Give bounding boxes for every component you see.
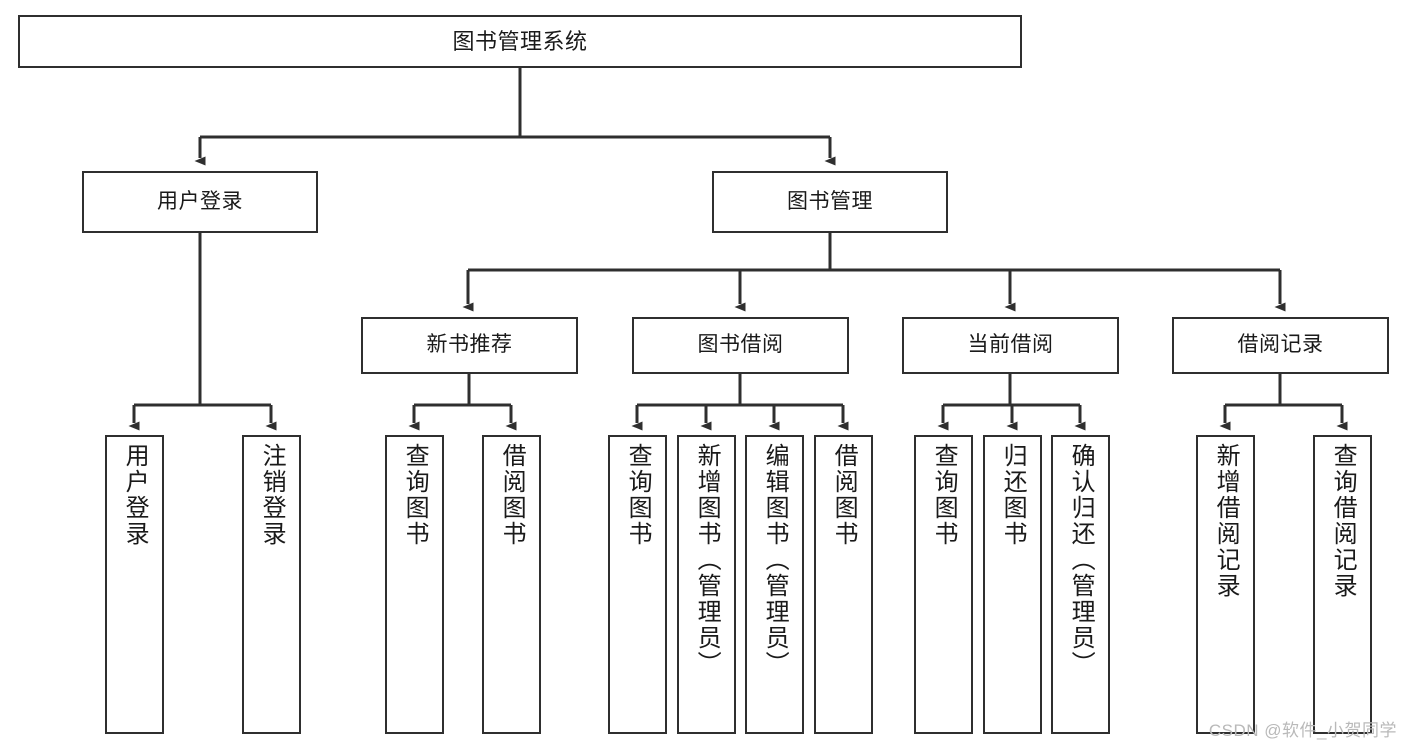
node-label: 借阅图书 — [498, 443, 526, 547]
node-label: 归还图书 — [999, 443, 1027, 547]
leaf-borrow-books-new[interactable]: 借阅图书 — [482, 435, 541, 734]
leaf-query-books-current[interactable]: 查询图书 — [914, 435, 973, 734]
node-label: 借阅图书 — [830, 443, 858, 547]
leaf-edit-book-admin[interactable]: 编辑图书（管理员） — [745, 435, 804, 734]
node-label: 借阅记录 — [1237, 333, 1324, 357]
node-label: 查询图书 — [930, 443, 958, 547]
node-label: 查询借阅记录 — [1329, 443, 1357, 599]
leaf-logout[interactable]: 注销登录 — [242, 435, 301, 734]
node-user-login[interactable]: 用户登录 — [82, 171, 318, 233]
leaf-query-borrow-record[interactable]: 查询借阅记录 — [1313, 435, 1372, 734]
node-label: 用户登录 — [157, 189, 243, 213]
leaf-query-books-borrow[interactable]: 查询图书 — [608, 435, 667, 734]
node-label: 图书管理系统 — [452, 28, 588, 54]
node-label: 注销登录 — [258, 443, 286, 547]
leaf-confirm-return-admin[interactable]: 确认归还（管理员） — [1051, 435, 1110, 734]
node-label: 新增借阅记录 — [1212, 443, 1240, 599]
node-label: 新书推荐 — [426, 333, 513, 357]
node-book-management[interactable]: 图书管理 — [712, 171, 948, 233]
node-label: 查询图书 — [401, 443, 429, 547]
node-current-borrow[interactable]: 当前借阅 — [902, 317, 1119, 374]
node-label: 查询图书 — [624, 443, 652, 547]
node-label: 图书借阅 — [697, 333, 784, 357]
node-root-system[interactable]: 图书管理系统 — [18, 15, 1022, 68]
node-borrow-records[interactable]: 借阅记录 — [1172, 317, 1389, 374]
node-new-book-recommend[interactable]: 新书推荐 — [361, 317, 578, 374]
node-label: 新增图书（管理员） — [693, 443, 721, 677]
node-label: 用户登录 — [121, 443, 149, 547]
node-label: 编辑图书（管理员） — [761, 443, 789, 677]
csdn-watermark: CSDN @软件_小贺同学 — [1208, 721, 1397, 740]
node-label: 确认归还（管理员） — [1067, 443, 1095, 677]
leaf-user-login[interactable]: 用户登录 — [105, 435, 164, 734]
leaf-query-books-new[interactable]: 查询图书 — [385, 435, 444, 734]
node-book-borrow[interactable]: 图书借阅 — [632, 317, 849, 374]
node-label: 当前借阅 — [967, 333, 1054, 357]
node-label: 图书管理 — [787, 189, 873, 213]
leaf-return-book[interactable]: 归还图书 — [983, 435, 1042, 734]
leaf-borrow-book[interactable]: 借阅图书 — [814, 435, 873, 734]
leaf-add-book-admin[interactable]: 新增图书（管理员） — [677, 435, 736, 734]
leaf-add-borrow-record[interactable]: 新增借阅记录 — [1196, 435, 1255, 734]
